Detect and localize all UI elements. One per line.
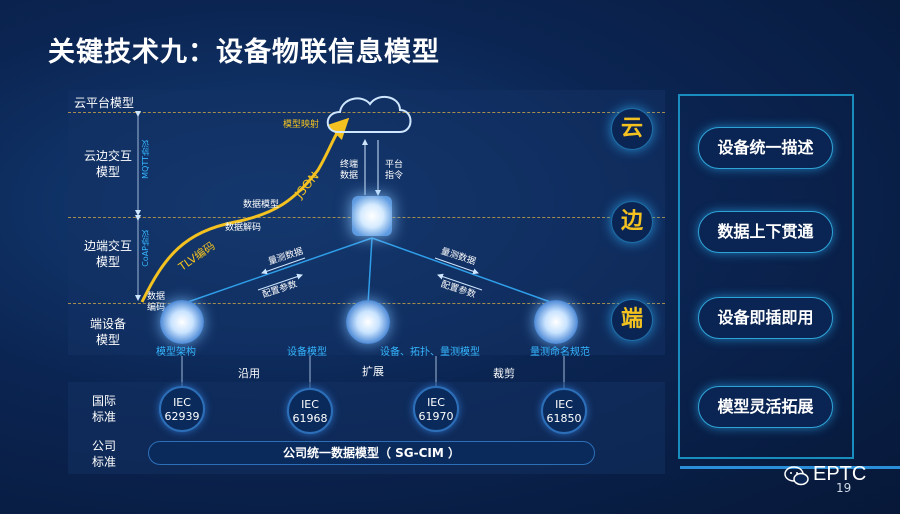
tier-cloud-badge: 云: [611, 108, 653, 150]
feature-pill: 模型灵活拓展: [698, 386, 833, 428]
page-title: 关键技术九：设备物联信息模型: [48, 37, 440, 68]
model-mapping-label: 模型映射: [283, 120, 320, 130]
relation-label: 沿用: [238, 367, 260, 380]
mqtt-label: MQTT协议: [141, 140, 150, 179]
features-panel: [678, 94, 854, 459]
terminal-data-label: 终端数据: [340, 160, 359, 181]
platform-cmd-label: 平台指令: [385, 160, 404, 181]
device-router-icon: [160, 300, 204, 344]
data-model-label: 数据模型: [243, 200, 280, 210]
tier-edge-badge: 边: [611, 201, 653, 243]
device-label: 设备、拓扑、量测模型: [380, 347, 480, 358]
relation-label: 扩展: [362, 365, 384, 378]
tier-device-badge: 端: [611, 299, 653, 341]
company-standard-label: 公司标准: [91, 439, 116, 469]
device-label: 模型架构: [156, 347, 196, 358]
device-router-icon: [346, 300, 390, 344]
feature-pill: 设备即插即用: [698, 297, 833, 339]
company-model-bar: 公司统一数据模型（ SG-CIM ）: [148, 441, 595, 465]
row-divider: [68, 112, 665, 113]
edge-gateway-icon: [352, 196, 392, 236]
data-encode-label: 数据编码: [147, 292, 166, 313]
feature-pill: 数据上下贯通: [698, 211, 833, 253]
device-label: 设备模型: [287, 347, 327, 358]
brand-logo: EPTC: [813, 463, 867, 485]
wechat-icon: [784, 466, 809, 486]
device-label: 量测命名规范: [530, 347, 590, 358]
row-label-cloud: 云平台模型: [74, 96, 135, 110]
feature-pill: 设备统一描述: [698, 127, 833, 169]
row-label-device: 端设备模型: [89, 317, 126, 347]
row-label-cloud-edge: 云边交互模型: [83, 149, 132, 179]
page-number: 19: [836, 481, 852, 495]
row-label-edge-device: 边端交互模型: [83, 239, 132, 269]
device-router-icon: [534, 300, 578, 344]
coap-label: CoAP协议: [141, 230, 150, 267]
data-decode-label: 数据解码: [225, 223, 262, 233]
intl-standard-label: 国际标准: [91, 394, 116, 424]
relation-label: 裁剪: [493, 367, 515, 380]
